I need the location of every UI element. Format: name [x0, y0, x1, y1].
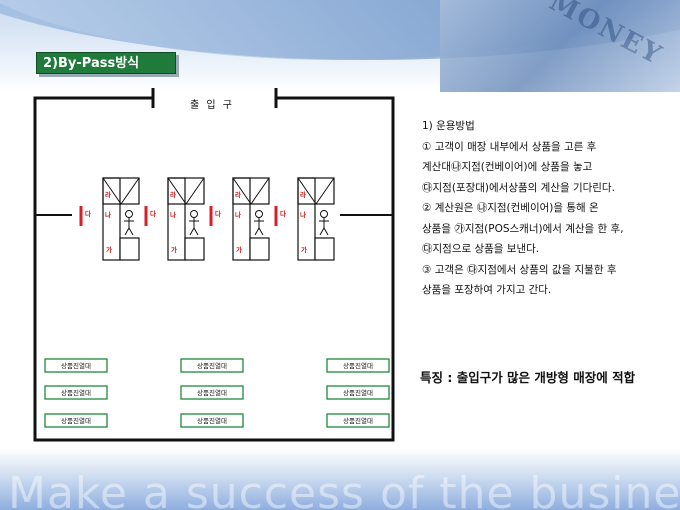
cashier-leg: [124, 227, 130, 236]
store-walls: [33, 96, 395, 442]
cashier-head: [320, 210, 328, 218]
slide-title: 2)By-Pass방식: [36, 52, 176, 74]
note-line: 1) 운용방법: [422, 120, 475, 132]
zone-label-na: 나: [170, 210, 176, 219]
cashier-leg: [254, 227, 260, 236]
store-wall: [33, 96, 395, 442]
shelf-label: 상품진열대: [61, 416, 91, 425]
display-shelves: 상품진열대상품진열대상품진열대상품진열대상품진열대상품진열대상품진열대상품진열대…: [44, 358, 390, 428]
shelf: 상품진열대: [326, 413, 390, 428]
shelf-label: 상품진열대: [343, 388, 373, 397]
shelf-box: [44, 358, 108, 373]
zone-label-ga: 가: [301, 245, 307, 254]
cashier-leg: [319, 227, 325, 236]
cashier-leg: [189, 227, 195, 236]
note-line: 상품을 포장하여 가지고 간다.: [422, 284, 552, 296]
conveyor: [297, 177, 316, 261]
shelf-label: 상품진열대: [197, 416, 227, 425]
packing-table-cross: [297, 177, 317, 205]
zone-label-da: 다: [215, 209, 221, 218]
shelf: 상품진열대: [44, 385, 108, 400]
cashier-head: [125, 210, 133, 218]
checkout-unit: 라나가 다: [79, 177, 140, 261]
cashier-leg: [258, 227, 264, 236]
zone-label-ra: 라: [105, 190, 111, 199]
shelf: 상품진열대: [180, 385, 244, 400]
shelf: 상품진열대: [44, 413, 108, 428]
zone-label-na: 나: [235, 210, 241, 219]
cashier-leg: [128, 227, 134, 236]
shelf-label: 상품진열대: [343, 416, 373, 425]
packing-table-cross: [315, 177, 335, 205]
packing-table-cross: [250, 177, 270, 205]
zone-label-ra: 라: [300, 190, 306, 199]
shelf-label: 상품진열대: [343, 361, 373, 370]
shelf-box: [326, 385, 390, 400]
shelf: 상품진열대: [326, 385, 390, 400]
shelf-label: 상품진열대: [61, 361, 91, 370]
pos-scanner: [314, 237, 335, 261]
zone-label-ga: 가: [106, 245, 112, 254]
zone-label-ga: 가: [236, 245, 242, 254]
cashier-leg: [323, 227, 329, 236]
packing-table-cross: [232, 177, 252, 205]
pos-scanner: [184, 237, 205, 261]
checkout-units: 라나가 다 라나가 다 라나가 다 라나가 다: [79, 177, 335, 261]
shelf-label: 상품진열대: [61, 388, 91, 397]
shelf: 상품진열대: [44, 358, 108, 373]
zone-label-da: 다: [150, 209, 156, 218]
zone-label-ga: 가: [171, 245, 177, 254]
zone-label-na: 나: [105, 210, 111, 219]
zone-label-na: 나: [300, 210, 306, 219]
shelf-box: [180, 385, 244, 400]
checkout-unit: 라나가 다: [274, 177, 335, 261]
cashier-head: [190, 210, 198, 218]
packing-table-cross: [167, 177, 187, 205]
note-line: 상품을 ㉮지점(POS스캐너)에서 계산을 한 후,: [422, 222, 624, 235]
cashier-leg: [193, 227, 199, 236]
packing-table: [297, 177, 335, 205]
note-line: 계산대㉯지점(컨베이어)에 상품을 놓고: [422, 161, 593, 173]
packing-table-cross: [185, 177, 205, 205]
note-line: ㉰지점으로 상품을 보낸다.: [422, 243, 540, 255]
zone-label-da: 다: [85, 209, 91, 218]
shelf-label: 상품진열대: [197, 361, 227, 370]
money-photo: MONEY: [440, 0, 680, 92]
conveyor: [232, 177, 251, 261]
zone-label-ra: 라: [235, 190, 241, 199]
shelf: 상품진열대: [180, 413, 244, 428]
shelf: 상품진열대: [180, 358, 244, 373]
note-line: ③ 고객은 ㉰지점에서 상품의 값을 지불한 후: [422, 263, 617, 276]
operation-notes: 1) 운용방법 ① 고객이 매장 내부에서 상품을 고른 후 계산대㉯지점(컨베…: [422, 116, 672, 301]
shelf-box: [326, 413, 390, 428]
checkout-unit: 라나가 다: [144, 177, 205, 261]
note-line: ① 고객이 매장 내부에서 상품을 고른 후: [422, 140, 597, 153]
pos-scanner: [249, 237, 270, 261]
shelf-box: [44, 385, 108, 400]
shelf-label: 상품진열대: [197, 388, 227, 397]
note-line: ㉰지점(포장대)에서상품의 계산을 기다린다.: [422, 181, 615, 194]
zone-label-ra: 라: [170, 190, 176, 199]
conveyor: [167, 177, 186, 261]
packing-table-cross: [102, 177, 122, 205]
shelf-box: [326, 358, 390, 373]
conveyor: [102, 177, 121, 261]
pos-scanner: [119, 237, 140, 261]
shelf: 상품진열대: [326, 358, 390, 373]
shelf-box: [180, 413, 244, 428]
header-background: MONEY: [0, 0, 680, 92]
shelf-box: [180, 358, 244, 373]
feature-summary: 특징 : 출입구가 많은 개방형 매장에 적합: [420, 370, 636, 385]
cashier-head: [255, 210, 263, 218]
note-line: ② 계산원은 ㉯지점(컨베이어)을 통해 온: [422, 202, 599, 214]
entrance-label: 출 입 구: [190, 100, 234, 111]
shelf-box: [44, 413, 108, 428]
checkout-unit: 라나가 다: [209, 177, 270, 261]
packing-table-cross: [120, 177, 140, 205]
zone-label-da: 다: [280, 209, 286, 218]
footer-slogan: Make a success of the business: [8, 468, 680, 510]
footer-background: Make a success of the business: [0, 448, 680, 510]
